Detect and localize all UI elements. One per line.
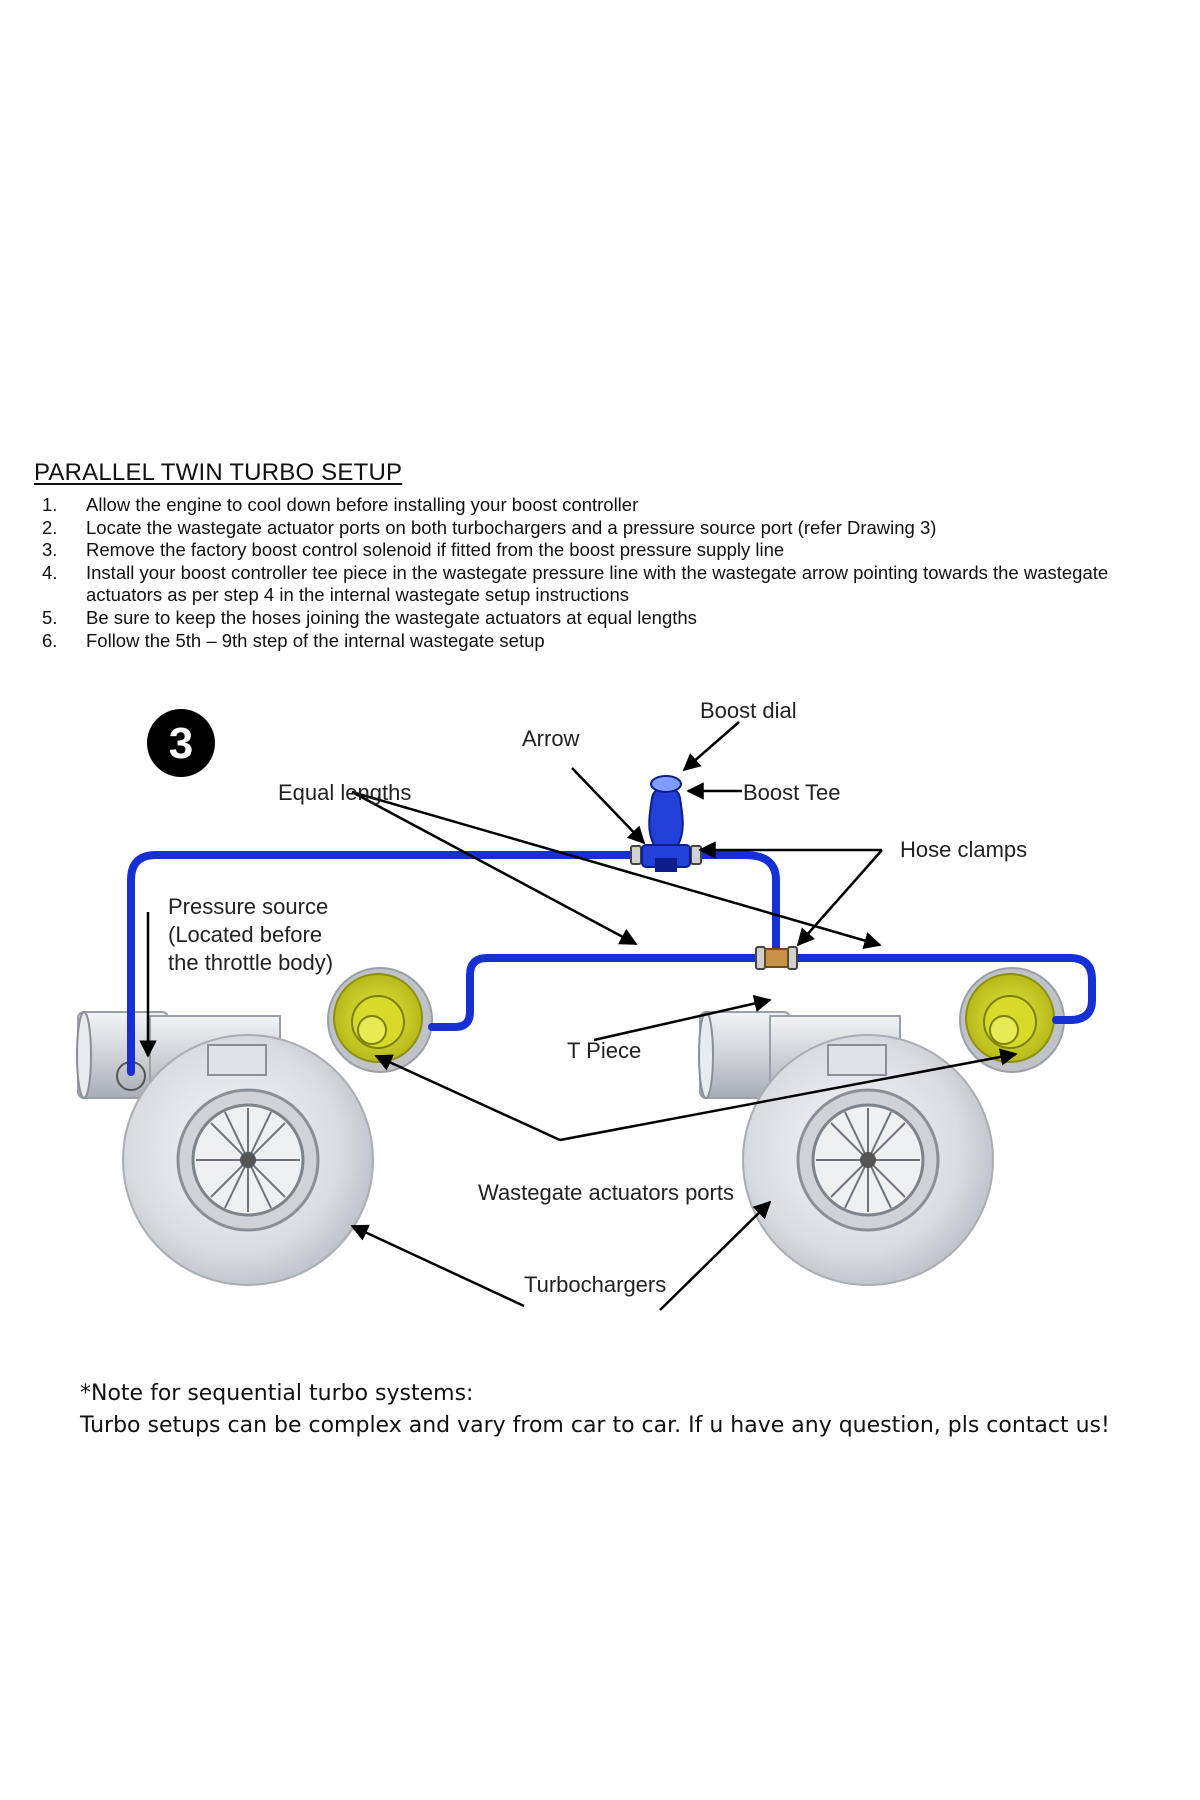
page-title: PARALLEL TWIN TURBO SETUP: [34, 459, 403, 486]
step-number: 5.: [42, 606, 58, 628]
label-hose-clamps: Hose clamps: [900, 837, 1027, 862]
step-number: 2.: [42, 516, 58, 538]
drawing-number-badge: 3: [147, 709, 215, 777]
step-number: 1.: [42, 494, 58, 515]
step-text: Allow the engine to cool down before ins…: [86, 494, 639, 515]
step-item: 5. Be sure to keep the hoses joining the …: [34, 607, 1174, 630]
badge-number: 3: [169, 719, 193, 768]
note-block: *Note for sequential turbo systems: Turb…: [80, 1378, 1180, 1442]
t-piece: [764, 948, 789, 968]
label-wastegate-ports: Wastegate actuators ports: [478, 1180, 734, 1205]
label-arrow: Arrow: [522, 726, 580, 751]
step-item: 2. Locate the wastegate actuator ports on…: [34, 517, 1174, 540]
step-text: Be sure to keep the hoses joining the wa…: [86, 606, 697, 628]
step-list: 1. Allow the engine to cool down before i…: [34, 494, 1174, 652]
step-text: Locate the wastegate actuator ports on b…: [86, 516, 937, 538]
step-number: 4.: [42, 561, 58, 583]
step-number: 3.: [42, 539, 58, 561]
step-text: Install your boost controller tee piece …: [86, 561, 1109, 606]
label-pressure-source-line3: the throttle body): [168, 950, 333, 975]
twin-turbo-diagram: 3: [76, 698, 1096, 1311]
step-number: 6.: [42, 629, 58, 651]
step-item: 3. Remove the factory boost control solen…: [34, 539, 1174, 562]
label-pressure-source-line1: Pressure source: [168, 894, 328, 919]
label-t-piece: T Piece: [567, 1038, 641, 1063]
leader-arrows: [139, 721, 1018, 1311]
diagram-labels: Boost dial Arrow Equal lengths Boost Tee…: [168, 698, 1027, 1297]
step-text: Remove the factory boost control solenoi…: [86, 539, 785, 561]
note-heading: *Note for sequential turbo systems:: [80, 1381, 474, 1406]
label-equal-lengths: Equal lengths: [278, 780, 411, 805]
label-boost-tee: Boost Tee: [743, 780, 840, 805]
step-item: 1. Allow the engine to cool down before i…: [34, 494, 1174, 517]
step-item: 4. Install your boost controller tee piec…: [34, 562, 1174, 607]
boost-dial-knob: [650, 775, 682, 793]
boost-tee: [641, 775, 691, 872]
label-turbochargers: Turbochargers: [524, 1272, 666, 1297]
turbocharger-right: [698, 967, 1065, 1286]
step-item: 6. Follow the 5th – 9th step of the inter…: [34, 630, 1174, 653]
step-text: Follow the 5th – 9th step of the interna…: [86, 629, 545, 651]
label-pressure-source-line2: (Located before: [168, 922, 322, 947]
label-boost-dial: Boost dial: [700, 698, 797, 723]
note-text: Turbo setups can be complex and vary fro…: [80, 1413, 1110, 1438]
turbocharger-left: [76, 967, 433, 1286]
